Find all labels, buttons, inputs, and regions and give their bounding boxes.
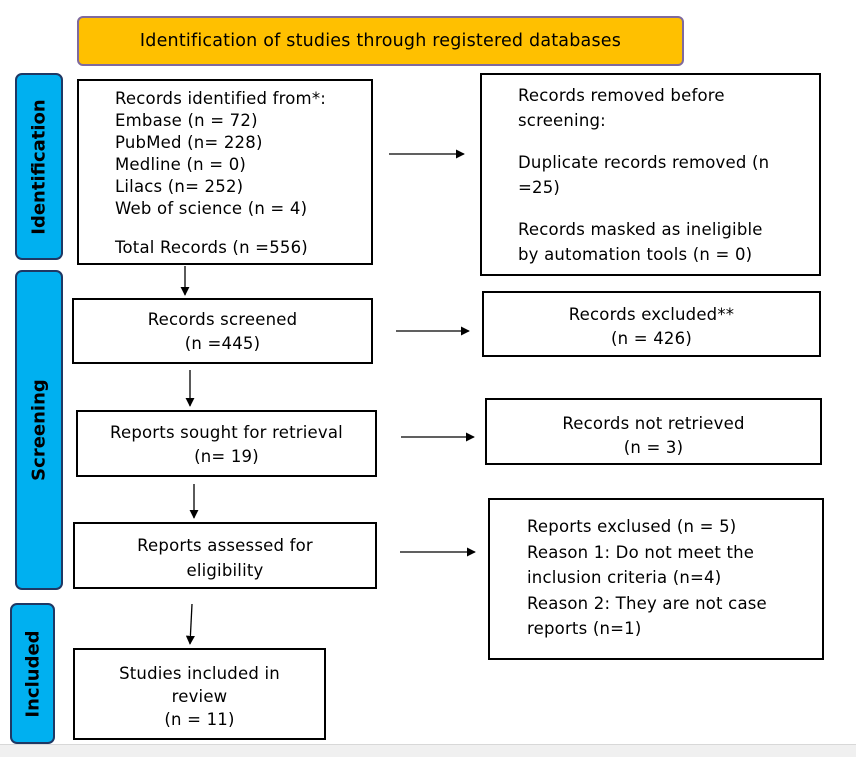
studies-included-count: (n = 11) <box>164 710 235 729</box>
duplicates-line2: =25) <box>518 178 561 197</box>
records-screened-label: Records screened <box>147 310 298 329</box>
reports-excluded-box: Reports exclused (n = 5) Reason 1: Do no… <box>488 498 824 660</box>
reports-sought-box: Reports sought for retrieval (n= 19) <box>76 410 377 477</box>
not-retrieved-box: Records not retrieved (n = 3) <box>485 398 822 465</box>
reason-2-line2: reports (n=1) <box>527 619 642 638</box>
source-embase: Embase (n = 72) <box>115 111 258 130</box>
source-web-of-science: Web of science (n = 4) <box>115 199 308 218</box>
records-identified-heading: Records identified from*: <box>115 89 327 108</box>
reports-sought-label: Reports sought for retrieval <box>110 423 343 442</box>
reports-assessed-box: Reports assessed for eligibility <box>73 522 377 589</box>
masked-line1: Records masked as ineligible <box>518 220 763 239</box>
reports-excluded-total: Reports exclused (n = 5) <box>527 517 737 536</box>
studies-included-box: Studies included in review (n = 11) <box>73 648 326 740</box>
source-pubmed: PubMed (n= 228) <box>115 133 263 152</box>
records-screened-box: Records screened (n =445) <box>72 298 373 364</box>
reports-assessed-line2: eligibility <box>186 561 264 580</box>
duplicates-line1: Duplicate records removed (n <box>518 153 770 172</box>
stage-identification: Identification <box>15 73 63 260</box>
reports-assessed-line1: Reports assessed for <box>137 536 313 555</box>
masked-line2: by automation tools (n = 0) <box>518 245 753 264</box>
studies-included-line1: Studies included in <box>119 664 280 683</box>
arrow-assessed-to-included <box>185 603 195 645</box>
not-retrieved-count: (n = 3) <box>623 438 684 457</box>
records-excluded-count: (n = 426) <box>611 329 692 348</box>
records-screened-count: (n =445) <box>184 334 261 353</box>
bottom-scroll-strip <box>0 744 856 757</box>
studies-included-line2: review <box>171 687 228 706</box>
reason-1-line1: Reason 1: Do not meet the <box>527 542 755 562</box>
reason-2-line1: Reason 2: They are not case <box>527 593 767 613</box>
source-medline: Medline (n = 0) <box>115 155 247 174</box>
records-excluded-box: Records excluded** (n = 426) <box>482 291 821 357</box>
records-identified-box: Records identified from*: Embase (n = 72… <box>77 79 373 265</box>
records-removed-line1: Records removed before <box>518 86 725 105</box>
reason-1-line2: inclusion criteria (n=4) <box>527 568 722 587</box>
stage-included: Included <box>10 603 55 744</box>
records-excluded-label: Records excluded** <box>568 305 735 324</box>
diagram-title: Identification of studies through regist… <box>77 16 684 66</box>
reports-sought-count: (n= 19) <box>194 447 259 466</box>
not-retrieved-label: Records not retrieved <box>562 414 745 433</box>
records-removed-line2: screening: <box>518 111 606 130</box>
source-lilacs: Lilacs (n= 252) <box>115 177 244 196</box>
records-removed-box: Records removed before screening: Duplic… <box>480 73 821 276</box>
records-total: Total Records (n =556) <box>115 238 308 257</box>
stage-screening: Screening <box>15 270 63 590</box>
